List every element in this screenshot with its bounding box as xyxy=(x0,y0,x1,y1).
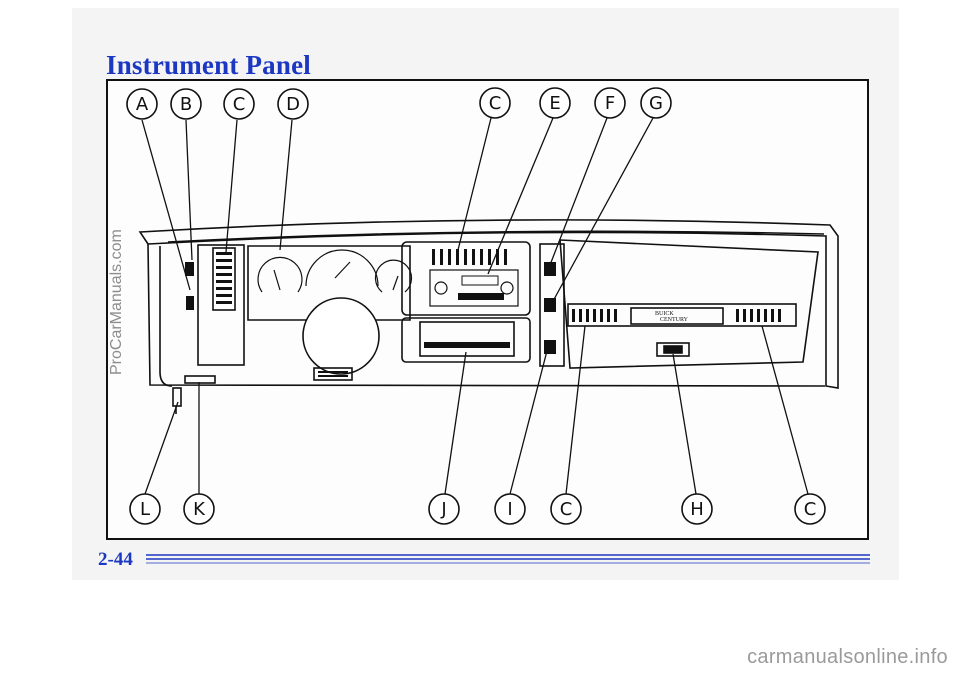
callout-c-circle xyxy=(550,493,582,525)
callout-c-circle xyxy=(479,87,511,119)
nameplate-line2: CENTURY xyxy=(660,317,689,323)
callout-label: F xyxy=(605,93,615,114)
callout-label: C xyxy=(560,499,573,520)
callout-d-circle xyxy=(277,88,309,120)
callout-a-circle xyxy=(126,88,158,120)
callout-b-circle xyxy=(170,88,202,120)
bottom-watermark: carmanualsonline.info xyxy=(747,646,948,668)
callout-i-circle xyxy=(494,493,526,525)
callout-label: G xyxy=(649,93,663,114)
callout-e-circle xyxy=(539,87,571,119)
instrument-cluster xyxy=(257,249,413,293)
page-title: Instrument Panel xyxy=(106,50,311,80)
callout-label: A xyxy=(136,94,149,115)
callout-j-circle xyxy=(428,493,460,525)
callout-label: H xyxy=(690,499,704,520)
leader-lines xyxy=(141,117,809,495)
callout-f-circle xyxy=(594,87,626,119)
callout-label: B xyxy=(180,94,192,115)
callout-label: L xyxy=(140,499,150,520)
page-rule xyxy=(146,554,870,564)
dashboard-outline xyxy=(138,219,839,414)
callout-label: D xyxy=(286,94,300,115)
callout-label: J xyxy=(440,499,446,520)
callout-circles xyxy=(126,87,826,525)
callout-label: C xyxy=(804,499,817,520)
callout-label: K xyxy=(193,499,206,520)
callout-label: E xyxy=(549,93,560,114)
callout-c-circle xyxy=(794,493,826,525)
callout-c-circle xyxy=(223,88,255,120)
page-number: 2-44 xyxy=(98,549,133,570)
callout-g-circle xyxy=(640,87,672,119)
callout-labels: A B C D C E F G L K J I C H C xyxy=(136,93,816,520)
side-watermark: ProCarManuals.com xyxy=(108,229,125,375)
vent-slats xyxy=(216,249,781,377)
callout-label: I xyxy=(507,499,512,520)
radio-faceplate xyxy=(429,269,519,307)
callout-k-circle xyxy=(183,493,215,525)
callout-h-circle xyxy=(681,493,713,525)
callout-label: C xyxy=(489,93,502,114)
callout-l-circle xyxy=(129,493,161,525)
nameplate-line1: BUICK xyxy=(655,311,674,317)
callout-label: C xyxy=(233,94,246,115)
